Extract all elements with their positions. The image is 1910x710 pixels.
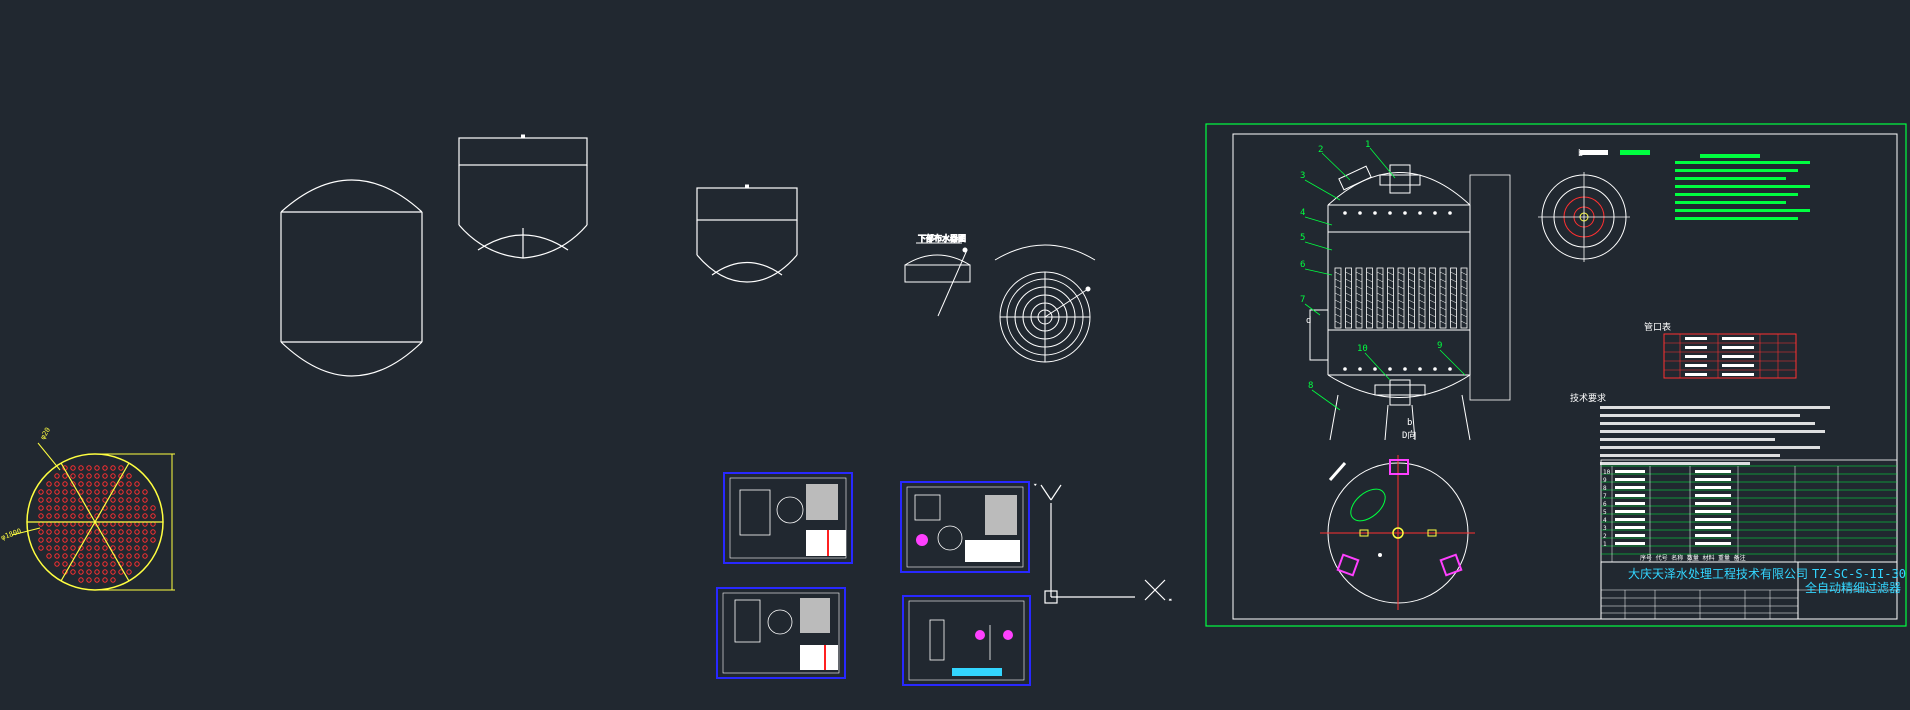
- sheet-thumb-2[interactable]: [900, 481, 1030, 573]
- notes-block: [1580, 150, 1810, 220]
- title-block[interactable]: 大庆天泽水处理工程技术有限公司 TZ-SC-S-II-30 全自动精细过滤器: [1600, 561, 1906, 620]
- callout-numbers: 1 2 3 4 5 6 7 8 9 10 d b D向: [1300, 140, 1442, 441]
- svg-text:9: 9: [1603, 477, 1607, 484]
- svg-text:2: 2: [1603, 533, 1607, 540]
- ucs-y-label: Y: [1035, 484, 1036, 486]
- ucs-x-label: X: [1170, 599, 1171, 601]
- svg-text:6: 6: [1300, 260, 1305, 270]
- svg-text:8: 8: [1603, 485, 1607, 492]
- sheet-thumb-3[interactable]: [716, 587, 846, 679]
- svg-text:6: 6: [1603, 501, 1607, 508]
- svg-text:10: 10: [1603, 469, 1611, 476]
- svg-text:4: 4: [1300, 208, 1305, 218]
- tall-tank-drawing[interactable]: [280, 179, 423, 377]
- sheet-thumb-4[interactable]: [902, 595, 1031, 686]
- sheet-thumbnails[interactable]: [716, 472, 1031, 686]
- nozzle-table-title: 管口表: [1644, 321, 1671, 333]
- distributor-detail[interactable]: 下部布水器图: [904, 233, 1096, 363]
- svg-text:10: 10: [1357, 344, 1368, 354]
- svg-text:1: 1: [1365, 140, 1370, 150]
- label-d: d: [1306, 316, 1311, 326]
- main-drawing-sheet[interactable]: 1 2 3 4 5 6 7 8 9 10 d b D向: [1205, 123, 1907, 627]
- tech-req-title: 技术要求: [1570, 392, 1606, 404]
- svg-text:3: 3: [1603, 525, 1607, 532]
- label-b: b: [1407, 418, 1412, 428]
- svg-text:2: 2: [1318, 145, 1323, 155]
- svg-text:7: 7: [1300, 295, 1305, 305]
- svg-text:8: 8: [1308, 381, 1313, 391]
- svg-text:φ1800: φ1800: [0, 527, 22, 542]
- perforated-plate-drawing[interactable]: φ20 φ1800: [0, 426, 175, 591]
- svg-text:5: 5: [1603, 509, 1607, 516]
- svg-text:φ20: φ20: [39, 426, 52, 441]
- drawing-number: TZ-SC-S-II-30: [1812, 567, 1906, 581]
- distributor-title: 下部布水器图: [918, 233, 966, 243]
- nozzle-table[interactable]: 管口表: [1644, 321, 1797, 379]
- svg-text:1: 1: [1603, 541, 1607, 548]
- view-label: D向: [1402, 429, 1416, 441]
- filter-plan-view[interactable]: [1320, 455, 1475, 610]
- ucs-icon: Y X: [1034, 483, 1172, 604]
- svg-text:7: 7: [1603, 493, 1607, 500]
- sheet-thumb-1[interactable]: [723, 472, 853, 564]
- short-tank-drawing[interactable]: [458, 134, 588, 259]
- svg-text:4: 4: [1603, 517, 1607, 524]
- svg-text:3: 3: [1300, 171, 1305, 181]
- tech-requirements: 技术要求: [1570, 392, 1830, 465]
- svg-text:9: 9: [1437, 341, 1442, 351]
- company-name: 大庆天泽水处理工程技术有限公司: [1628, 566, 1808, 581]
- drawing-name: 全自动精细过滤器: [1805, 580, 1901, 595]
- filter-elevation-view[interactable]: [1304, 147, 1511, 441]
- top-plan-view[interactable]: b: [1538, 149, 1630, 262]
- svg-text:序号 代号 名称 数量 材料 重量 备注: 序号 代号 名称 数量 材料 重量 备注: [1640, 554, 1746, 562]
- svg-text:5: 5: [1300, 233, 1305, 243]
- small-tank-drawing[interactable]: [696, 184, 798, 283]
